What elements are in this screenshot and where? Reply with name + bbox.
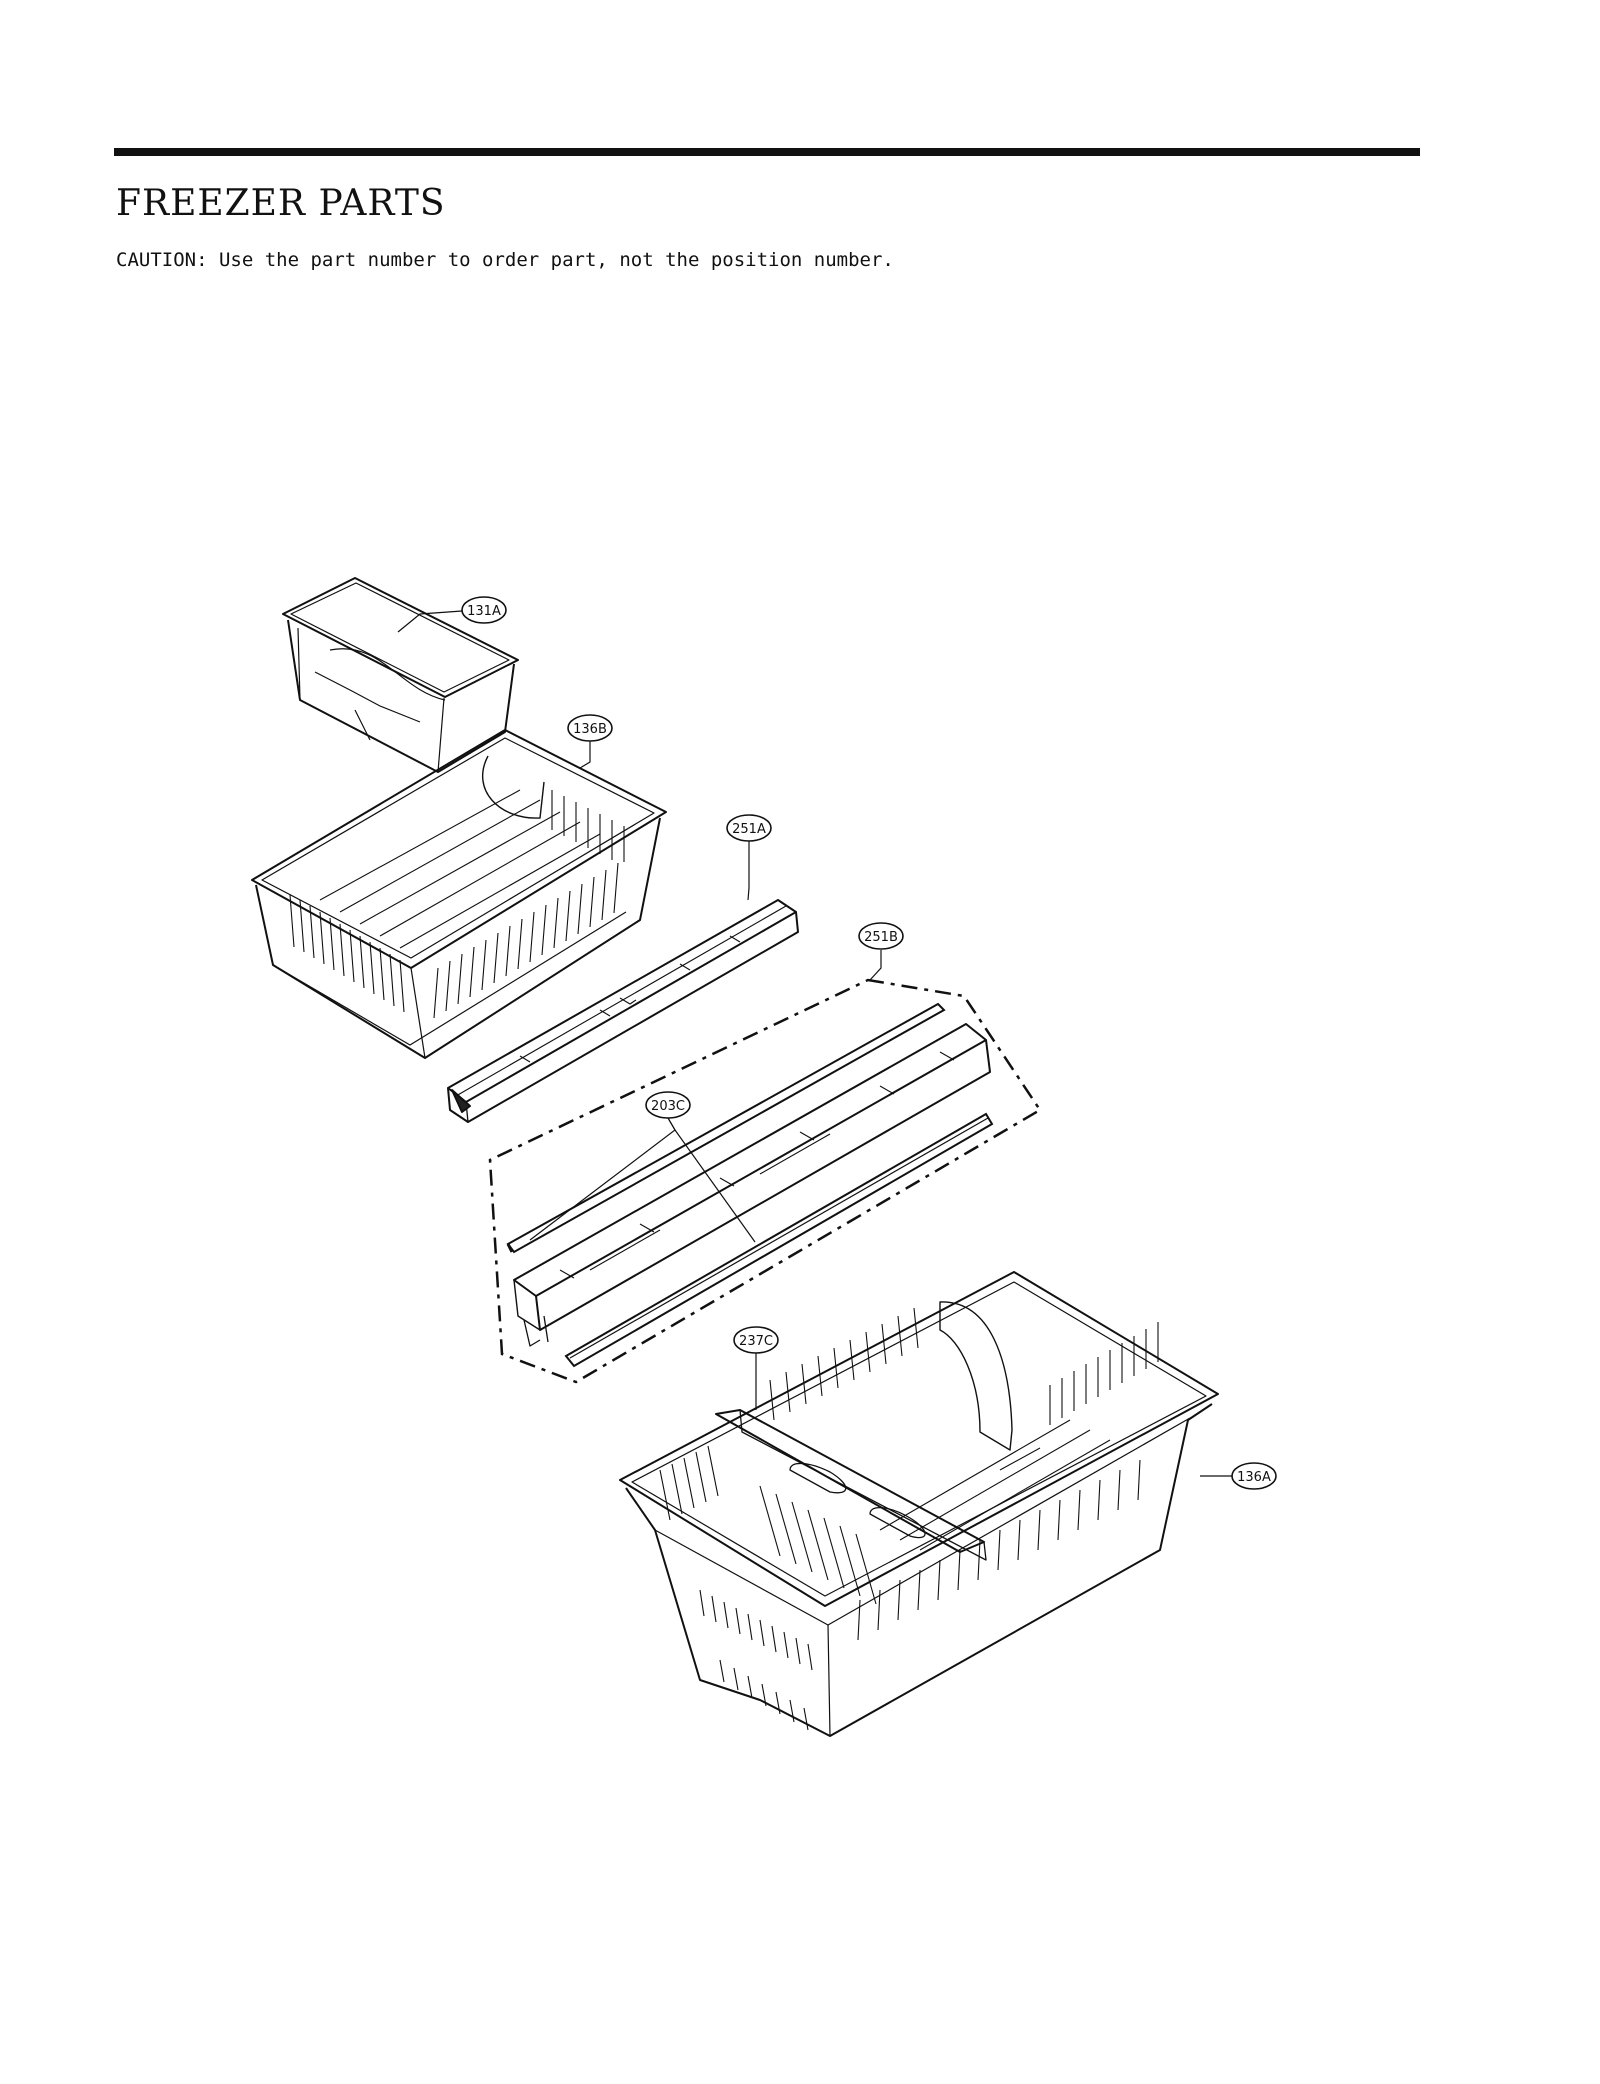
part-bracket [513,1023,991,1347]
assembly-outline-251b [488,978,1042,1384]
caution-note: CAUTION: Use the part number to order pa… [116,249,894,271]
svg-text:131A: 131A [467,604,501,619]
svg-text:251B: 251B [864,930,898,945]
part-bin-131a [282,577,519,773]
top-rule [114,148,1420,156]
part-strip-203c-lower [564,1112,994,1368]
part-strip-203c-upper [506,1002,946,1254]
svg-text:203C: 203C [651,1099,685,1114]
svg-text:136B: 136B [573,722,607,737]
part-basket-136a [619,1271,1219,1737]
leader-lines [397,610,1232,1477]
callout-131a: 131A [461,596,507,624]
callout-237c: 237C [733,1326,779,1354]
callout-251b: 251B [858,922,904,950]
svg-text:251A: 251A [732,822,766,837]
callout-136a: 136A [1231,1462,1277,1490]
svg-text:237C: 237C [739,1334,773,1349]
callout-203c: 203C [645,1091,691,1119]
page-title: FREEZER PARTS [116,183,446,224]
svg-text:136A: 136A [1237,1470,1271,1485]
part-basket-136b [251,729,667,1059]
part-rail-251a [447,899,799,1123]
callout-136b: 136B [567,714,613,742]
callout-251a: 251A [726,814,772,842]
